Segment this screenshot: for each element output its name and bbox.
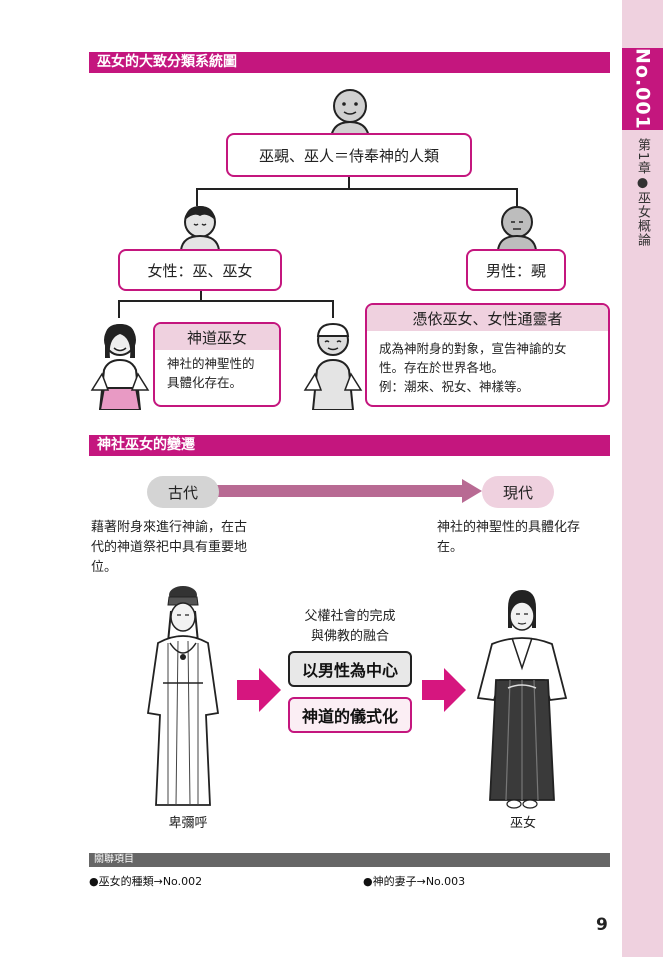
timeline-start-pill: 古代 (147, 476, 219, 508)
ancient-description: 藉著附身來進行神諭，在古 代的神道祭祀中具有重要地 位。 (91, 518, 281, 578)
shinto-miko-desc-line1: 神社的神聖性的 (167, 354, 279, 373)
root-category-box: 巫覡、巫人＝侍奉神的人類 (226, 133, 472, 177)
change-line: 父權社會的完成 (288, 607, 412, 627)
related-items-header: 關聯項目 (89, 853, 610, 867)
related-link-no003[interactable]: ●神的妻子→No.003 (363, 873, 465, 889)
male-category-box: 男性：覡 (466, 249, 566, 291)
male-person-icon (493, 202, 541, 250)
ancient-line: 代的神道祭祀中具有重要地 (91, 538, 281, 558)
himiko-figure-illustration (138, 583, 228, 811)
modern-miko-caption: 巫女 (495, 812, 551, 831)
item-number: No.001 (632, 48, 654, 130)
modern-line: 神社的神聖性的具體化存 (437, 518, 607, 538)
possession-miko-line1: 成為神附身的對象，宣告神諭的女 (379, 339, 608, 358)
shinto-miko-title: 神道巫女 (155, 324, 279, 350)
root-category-label: 巫覡、巫人＝侍奉神的人類 (259, 145, 439, 166)
connector-line (196, 188, 518, 190)
ritualization-box: 神道的儀式化 (288, 697, 412, 733)
related-link-no002[interactable]: ●巫女的種類→No.002 (89, 873, 202, 889)
ancient-line: 藉著附身來進行神諭，在古 (91, 518, 281, 538)
possession-miko-box: 憑依巫女、女性通靈者 成為神附身的對象，宣告神諭的女 性。存在於世界各地。 例：… (365, 303, 610, 407)
related-items-title: 關聯項目 (94, 854, 134, 865)
modern-miko-illustration (474, 588, 570, 810)
male-centric-box: 以男性為中心 (288, 651, 412, 687)
shinto-miko-desc-line2: 具體化存在。 (167, 373, 279, 392)
timeline-arrowhead-icon (462, 479, 482, 503)
timeline-start-label: 古代 (168, 482, 198, 503)
section-title: 巫女的大致分類系統圖 (97, 54, 237, 70)
section-title: 神社巫女的變遷 (97, 437, 195, 453)
right-transition-arrow-icon (422, 668, 466, 712)
male-category-label: 男性：覡 (486, 260, 546, 281)
female-category-box: 女性：巫、巫女 (118, 249, 282, 291)
connector-line (118, 300, 334, 302)
neutral-person-icon (325, 86, 375, 138)
medium-figure-icon (303, 318, 363, 410)
left-transition-arrow-icon (237, 668, 281, 712)
item-number-badge: No.001 (622, 48, 663, 130)
ritualization-label: 神道的儀式化 (302, 703, 398, 727)
connector-line (118, 300, 120, 318)
timeline-end-pill: 現代 (482, 476, 554, 508)
change-line: 與佛教的融合 (288, 627, 412, 647)
ancient-line: 位。 (91, 558, 281, 578)
change-factors: 父權社會的完成 與佛教的融合 (288, 607, 412, 647)
female-person-icon (176, 202, 224, 250)
male-centric-label: 以男性為中心 (302, 657, 398, 681)
connector-line (332, 300, 334, 318)
possession-miko-title: 憑依巫女、女性通靈者 (367, 305, 608, 331)
timeline-end-label: 現代 (503, 482, 533, 503)
section-header-classification: 巫女的大致分類系統圖 (89, 52, 610, 73)
female-category-label: 女性：巫、巫女 (147, 260, 252, 281)
shinto-miko-box: 神道巫女 神社的神聖性的 具體化存在。 (153, 322, 281, 407)
possession-miko-line3: 例：潮來、祝女、神樣等。 (379, 377, 608, 396)
modern-description: 神社的神聖性的具體化存 在。 (437, 518, 607, 558)
timeline-bar (200, 485, 470, 497)
chapter-label-container: 第1章●巫女概論 (622, 138, 663, 268)
page-number: 9 (596, 915, 608, 935)
shinto-miko-figure-icon (90, 318, 150, 410)
himiko-caption: 卑彌呼 (158, 812, 218, 831)
section-header-transition: 神社巫女的變遷 (89, 435, 610, 456)
modern-line: 在。 (437, 538, 607, 558)
possession-miko-line2: 性。存在於世界各地。 (379, 358, 608, 377)
chapter-label: 第1章●巫女概論 (633, 138, 652, 268)
